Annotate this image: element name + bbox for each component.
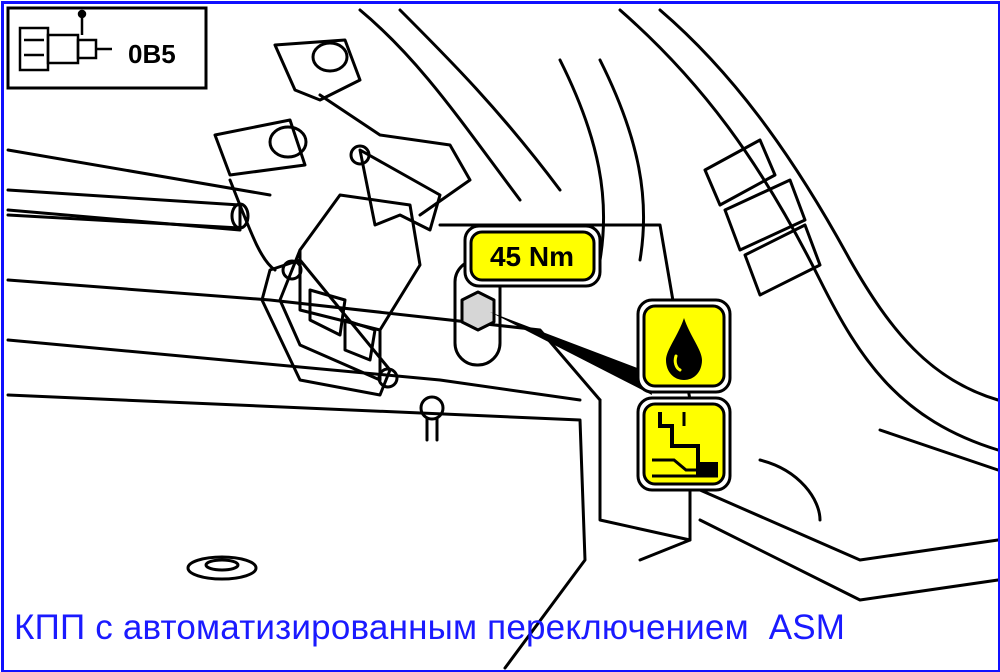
hose-thin-1: [558, 58, 606, 262]
gearbox-badge: 0B5: [6, 6, 208, 90]
shift-rod-end: [230, 202, 250, 230]
locating-pin-stem: [425, 416, 439, 442]
bolt-head-3: [377, 367, 399, 389]
structure-right-3: [758, 458, 822, 522]
actuator-frame: [318, 93, 472, 217]
oil-symbol: [636, 298, 732, 394]
fluid-level-symbol: [636, 396, 732, 492]
actuator-bushing-top: [311, 41, 349, 73]
housing-rail-lower: [6, 278, 602, 402]
hose-fitting: [703, 138, 777, 207]
actuator-body-side: [278, 248, 382, 382]
fill-plug-bolt: [460, 290, 496, 332]
bolt-head-2: [281, 259, 303, 281]
hose-large-1: [618, 8, 1000, 452]
torque-callout: 45 Nm: [463, 224, 602, 288]
actuator-bracket: [273, 38, 362, 102]
housing-outline: [6, 393, 587, 670]
actuator-arm: [213, 118, 307, 177]
hose-thin-2: [598, 58, 646, 262]
housing-upper-edge: [6, 148, 272, 197]
hose-upper: [358, 8, 522, 202]
bolt-head-1: [349, 144, 371, 166]
locating-pin: [419, 395, 445, 421]
gearbox-code: 0B5: [128, 39, 176, 69]
hose-fitting-3: [743, 223, 822, 297]
housing-step: [6, 338, 582, 402]
actuator-mount-plate: [260, 258, 392, 397]
actuator-bushing-left: [268, 125, 308, 159]
actuator-slot-1: [308, 288, 347, 337]
actuator-linkage: [358, 148, 442, 232]
fluid-level-icon: [652, 412, 718, 478]
actuator-cable: [228, 178, 277, 272]
structure-right: [698, 488, 1000, 562]
shift-rod: [6, 188, 242, 230]
structure-right-2: [698, 518, 1000, 602]
hose-fitting-2: [723, 178, 807, 252]
caption: КПП с автоматизированным переключением A…: [14, 608, 846, 647]
hose-large-2: [658, 8, 1000, 402]
callout-pointer: [490, 312, 652, 395]
hose-upper-2: [398, 8, 562, 192]
structure-right-4: [878, 428, 1000, 472]
actuator-slot-2: [343, 318, 377, 362]
washer-hole: [204, 558, 240, 572]
housing-inner-face: [598, 398, 692, 542]
washer: [186, 555, 258, 581]
torque-value: 45 Nm: [490, 241, 574, 272]
gearbox-icon: [18, 9, 112, 72]
